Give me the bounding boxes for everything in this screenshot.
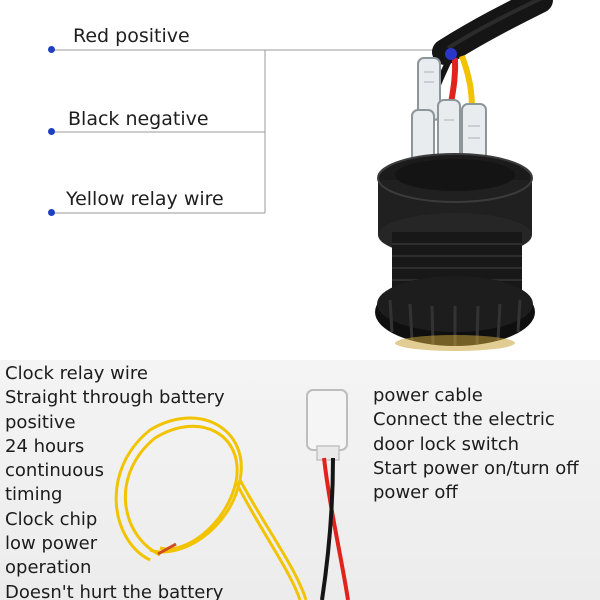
left-text-line: positive	[5, 411, 76, 433]
right-text-line: power cable	[373, 385, 483, 406]
left-text-line: Straight through battery	[5, 387, 225, 409]
callout-dot	[48, 46, 55, 53]
left-text-line: 24 hours	[5, 435, 85, 457]
left-text-line: Clock relay wire	[5, 363, 148, 384]
right-text-line: Start power on/turn off	[373, 457, 579, 479]
wire-harness-illustration	[114, 389, 350, 600]
callout-dot	[48, 209, 55, 216]
black-cable	[429, 0, 553, 111]
white-connector	[306, 389, 348, 461]
left-text-line: timing	[5, 484, 63, 506]
right-description: power cable Connect the electric door lo…	[373, 384, 579, 505]
right-text-line: Connect the electric	[373, 409, 555, 431]
yellow-coil-wire	[114, 416, 308, 600]
callout-dot	[48, 128, 55, 135]
switch-connector-illustration	[54, 0, 553, 351]
left-description: Clock relay wire Straight through batter…	[5, 362, 225, 600]
red-wire	[322, 457, 350, 600]
left-text-line: continuous	[5, 460, 104, 482]
leader-lines	[54, 49, 440, 214]
left-text-line: Doesn't hurt the battery	[5, 581, 224, 600]
bottom-panel: Clock relay wire Straight through batter…	[0, 360, 600, 600]
left-text-line: low power	[5, 533, 98, 555]
right-text-line: door lock switch	[373, 433, 520, 455]
label-yellow-relay-wire: Yellow relay wire	[66, 188, 224, 210]
switch-housing	[375, 153, 535, 351]
left-text-line: Clock chip	[5, 508, 98, 530]
label-red-positive: Red positive	[73, 25, 190, 47]
left-text-line: operation	[5, 557, 92, 579]
top-panel: Red positive Black negative Yellow relay…	[48, 0, 553, 351]
black-wire	[320, 457, 335, 600]
label-black-negative: Black negative	[68, 108, 209, 130]
right-text-line: power off	[373, 482, 458, 504]
